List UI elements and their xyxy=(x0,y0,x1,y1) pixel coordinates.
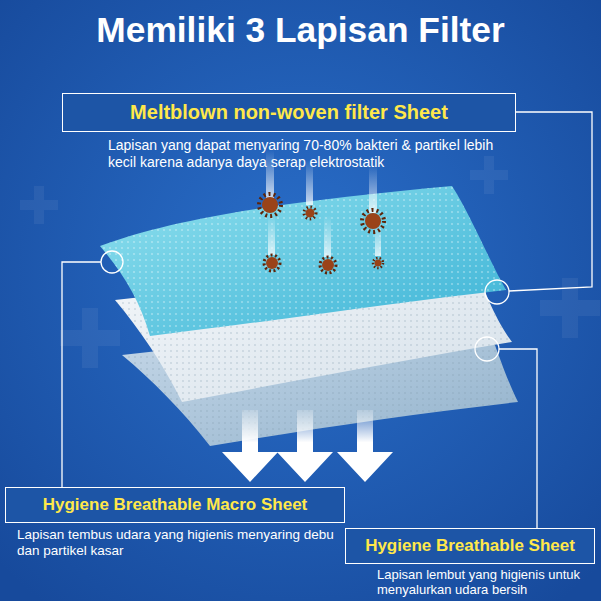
layer-description: Lapisan yang dapat menyaring 70-80% bakt… xyxy=(108,137,512,171)
layer-heading: Hygiene Breathable Macro Sheet xyxy=(5,487,345,523)
layer-description: Lapisan lembut yang higienis untuk menya… xyxy=(377,567,592,597)
main-title: Memiliki 3 Lapisan Filter xyxy=(0,8,601,52)
layer-callout: Meltblown non-woven filter SheetLapisan … xyxy=(62,93,516,171)
layer-heading: Hygiene Breathable Sheet xyxy=(345,528,595,564)
layer-description: Lapisan tembus udara yang higienis menya… xyxy=(17,527,337,559)
layer-heading: Meltblown non-woven filter Sheet xyxy=(62,93,516,132)
layer-callout: Hygiene Breathable SheetLapisan lembut y… xyxy=(345,528,595,597)
layer-callout: Hygiene Breathable Macro SheetLapisan te… xyxy=(5,487,345,559)
